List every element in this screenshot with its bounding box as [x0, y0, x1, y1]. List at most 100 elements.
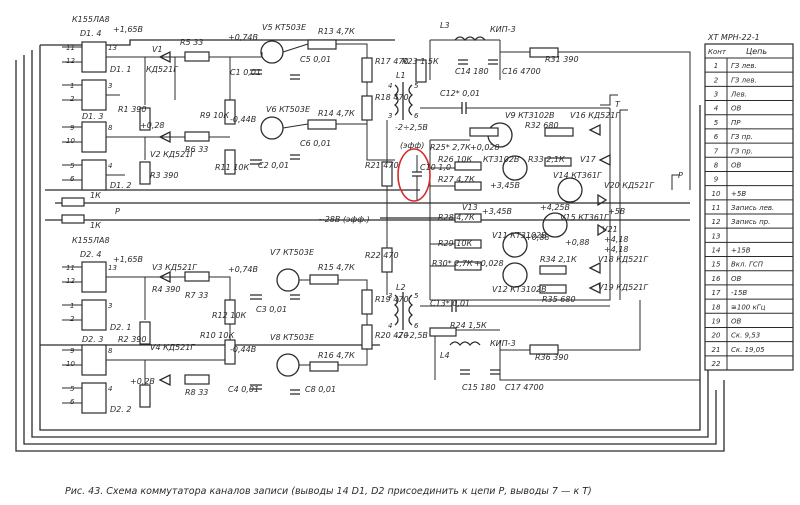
r18-label: R18 470 — [375, 93, 409, 102]
r24-label: R24 1,5К — [450, 321, 487, 330]
transformer-l1: 4 3 5 6 — [388, 82, 419, 120]
upper-gate-wiring — [62, 46, 231, 181]
connector-xt — [704, 43, 794, 371]
c6-label: C6 0,01 — [300, 139, 331, 148]
r21-r22 — [381, 120, 393, 295]
l3-tank — [415, 36, 691, 190]
r20-label: R20 470 — [375, 331, 409, 340]
c2-label: C2 0,01 — [258, 161, 289, 170]
r32-label: R32 680 — [525, 121, 559, 130]
c8-label: C8 0,01 — [305, 385, 336, 394]
c5-label: C5 0,01 — [300, 55, 331, 64]
d2-3-label: D2. 3 — [82, 335, 103, 344]
r26-label: R26 10К — [438, 155, 472, 164]
v165b-label: +1,65В — [113, 255, 143, 264]
v044b-label: -0,44В — [230, 345, 256, 354]
svg-text:2: 2 — [70, 95, 75, 103]
r2-label: R2 390 — [118, 335, 146, 344]
svg-text:10: 10 — [66, 137, 75, 145]
svg-text:5: 5 — [70, 162, 75, 170]
connector-pin-name: ОВ — [731, 161, 742, 169]
c10-capacitor — [397, 148, 431, 202]
svg-text:12: 12 — [66, 277, 75, 285]
svg-text:1: 1 — [70, 302, 74, 310]
connector-pin-number: 14 — [712, 247, 721, 255]
r14-label: R14 4,7К — [318, 109, 355, 118]
v21-label: V21 — [602, 225, 618, 234]
r31-label: R31 390 — [545, 55, 579, 64]
v9-label: V9 КТ3102В — [505, 111, 555, 120]
connector-pin-number: 11 — [712, 204, 721, 212]
v0028-label: +0,028 — [474, 259, 504, 268]
v418b-label: +4,18 — [604, 245, 629, 254]
r33-label: R33 2,1К — [528, 155, 565, 164]
v10-label: КТ3102В — [483, 155, 519, 164]
highlight-circle — [397, 148, 431, 202]
v17-label: V17 — [580, 155, 597, 164]
gate-d2-4: 11 12 13 — [66, 261, 117, 293]
d2-4-label: D2. 4 — [80, 250, 101, 259]
connector-pin-name: ОВ — [731, 105, 742, 113]
v165a-label: +1,65В — [113, 25, 143, 34]
d2-1-label: D2. 1 — [110, 323, 131, 332]
connector-pin-number: 4 — [714, 105, 718, 113]
connector-pin-name: Ск. 9,53 — [731, 332, 760, 340]
r23-label: R23 1,5К — [402, 57, 439, 66]
p-in-label: Р — [115, 207, 120, 216]
svg-text:3: 3 — [388, 292, 392, 300]
v225b-label: -2÷2,5В — [395, 331, 428, 340]
svg-text:5: 5 — [414, 292, 419, 300]
r28-label: R28 4,7К — [438, 213, 475, 222]
r9-label: R9 10К — [200, 111, 229, 120]
v088b-label: +0,88 — [565, 238, 590, 247]
v12-label: V12 КТ3102В — [492, 285, 547, 294]
v2-label: V2 КД521Г — [150, 150, 195, 159]
p-out-label: Р — [678, 171, 683, 180]
svg-text:6: 6 — [414, 112, 419, 120]
v16-label: V16 КД521Г — [570, 111, 620, 120]
k1b-label: 1К — [90, 221, 101, 230]
v088a-label: +0,88 — [525, 233, 550, 242]
connector-pin-name: ОВ — [731, 317, 742, 325]
connector-pin-name: -15В — [731, 289, 747, 297]
connector-pin-name: Лев. — [730, 91, 747, 99]
r34-label: R34 2,1К — [540, 255, 577, 264]
svg-text:10: 10 — [66, 360, 75, 368]
transformer-l2: 3 4 5 6 — [388, 292, 419, 330]
v0028a-label: +0,028 — [470, 143, 500, 152]
r12-label: R12 10К — [212, 311, 246, 320]
svg-text:3: 3 — [108, 302, 112, 310]
r4-label: R4 390 — [152, 285, 180, 294]
c12-label: C12* 0,01 — [440, 89, 480, 98]
svg-text:4: 4 — [388, 82, 392, 90]
v418a-label: +4,18 — [604, 235, 629, 244]
v20-label: V20 КД521Г — [604, 181, 654, 190]
gate-d1-1: 1 2 3 — [70, 79, 112, 111]
c1-label: C1 0,01 — [230, 68, 261, 77]
connector-pin-number: 15 — [712, 261, 721, 269]
gate-d2-3: 9 10 8 — [66, 344, 113, 376]
v13-label: V13 — [462, 203, 478, 212]
connector-col-num: Конт — [708, 48, 727, 56]
svg-text:13: 13 — [108, 264, 117, 272]
c17-label: C17 4700 — [505, 383, 544, 392]
connector-pin-name: Ск. 19,05 — [731, 346, 765, 354]
connector-pin-number: 10 — [712, 190, 721, 198]
v14-label: V14 КТ361Г — [553, 171, 602, 180]
connector-pin-name: Запись пр. — [731, 218, 770, 226]
connector-pin-name: ≅100 кГц — [731, 303, 766, 311]
v19-label: V19 КД521Г — [598, 283, 648, 292]
d1-1-label: D1. 1 — [110, 65, 131, 74]
svg-text:6: 6 — [414, 322, 419, 330]
connector-pin-number: 9 — [714, 176, 719, 184]
v225a-label: -2÷2,5В — [395, 123, 428, 132]
gate-d1-2: 5 6 4 — [70, 159, 112, 191]
connector-pin-number: 20 — [712, 332, 721, 340]
v044a-label: -0,44В — [230, 115, 256, 124]
connector-pin-number: 6 — [714, 133, 719, 141]
c3-label: C3 0,01 — [256, 305, 287, 314]
svg-text:5: 5 — [70, 385, 75, 393]
upper-components — [139, 39, 395, 185]
